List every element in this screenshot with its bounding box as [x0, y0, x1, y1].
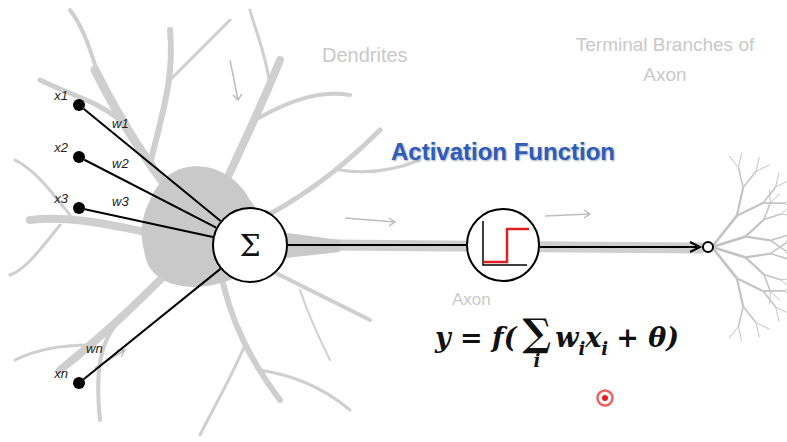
- input-dot: x1: [73, 99, 85, 111]
- formula-text: + θ): [616, 322, 679, 353]
- weight-connector: [84, 269, 221, 379]
- formula-text: x: [585, 322, 601, 353]
- activation-title: Activation Function: [391, 138, 615, 166]
- axon-label: Axon: [452, 290, 491, 310]
- weight-connector: [288, 244, 466, 246]
- input-dot: x3: [73, 202, 85, 214]
- activation-circle: Activation Function: [466, 208, 540, 282]
- subscript: i: [601, 338, 608, 359]
- sum-symbol: Σ: [239, 228, 260, 263]
- formula: y = f(∑iwixi+ θ): [435, 322, 679, 370]
- dendrites-label: Dendrites: [322, 44, 408, 67]
- input-label: xn: [54, 366, 68, 381]
- formula-text: y = f(: [435, 322, 517, 353]
- summation-circle: Σ: [212, 207, 288, 283]
- sum-index: i: [533, 352, 540, 370]
- input-dot: xn: [73, 377, 85, 389]
- weight-label: w3: [112, 194, 129, 209]
- formula-text: w: [555, 322, 578, 353]
- weight-connector: [84, 160, 216, 228]
- input-label: x3: [54, 191, 68, 206]
- weight-connector: [85, 209, 213, 237]
- sum-operator: ∑i: [523, 314, 552, 370]
- weight-label: w2: [112, 156, 129, 171]
- weight-label: w1: [112, 116, 129, 131]
- terminal-label: Terminal Branches of Axon: [560, 30, 770, 90]
- input-label: x1: [54, 88, 68, 103]
- subscript: i: [578, 338, 585, 359]
- input-dot: x2: [73, 151, 85, 163]
- input-label: x2: [54, 140, 68, 155]
- weight-connector: [84, 109, 221, 221]
- weight-label: wn: [86, 341, 103, 356]
- step-graph: [473, 215, 533, 275]
- sum-sign: ∑: [523, 314, 552, 352]
